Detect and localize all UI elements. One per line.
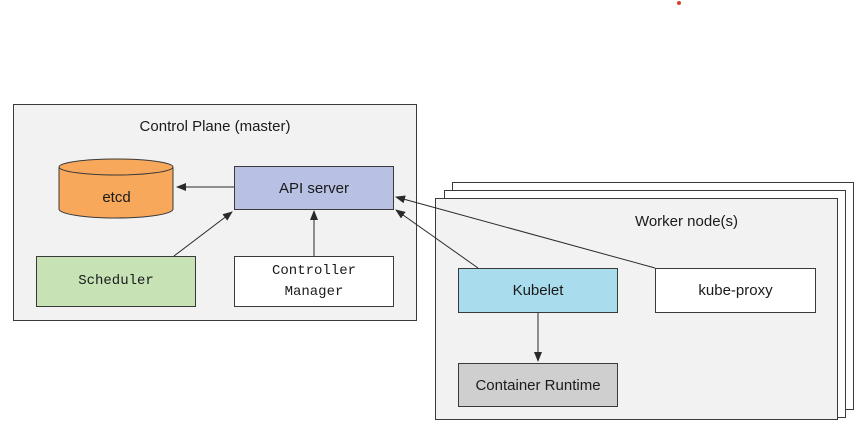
controller-manager-box: Controller Manager <box>234 256 394 307</box>
kube-proxy-box: kube-proxy <box>655 268 816 313</box>
etcd-cylinder <box>58 158 174 219</box>
etcd-label: etcd <box>102 188 131 206</box>
api-server-box: API server <box>234 166 394 210</box>
kubelet-box: Kubelet <box>458 268 618 313</box>
accent-dot <box>677 1 681 5</box>
control-plane-title: Control Plane (master) <box>139 118 291 135</box>
scheduler-box: Scheduler <box>36 256 196 307</box>
container-runtime-box: Container Runtime <box>458 363 618 407</box>
worker-node-title: Worker node(s) <box>634 213 739 230</box>
